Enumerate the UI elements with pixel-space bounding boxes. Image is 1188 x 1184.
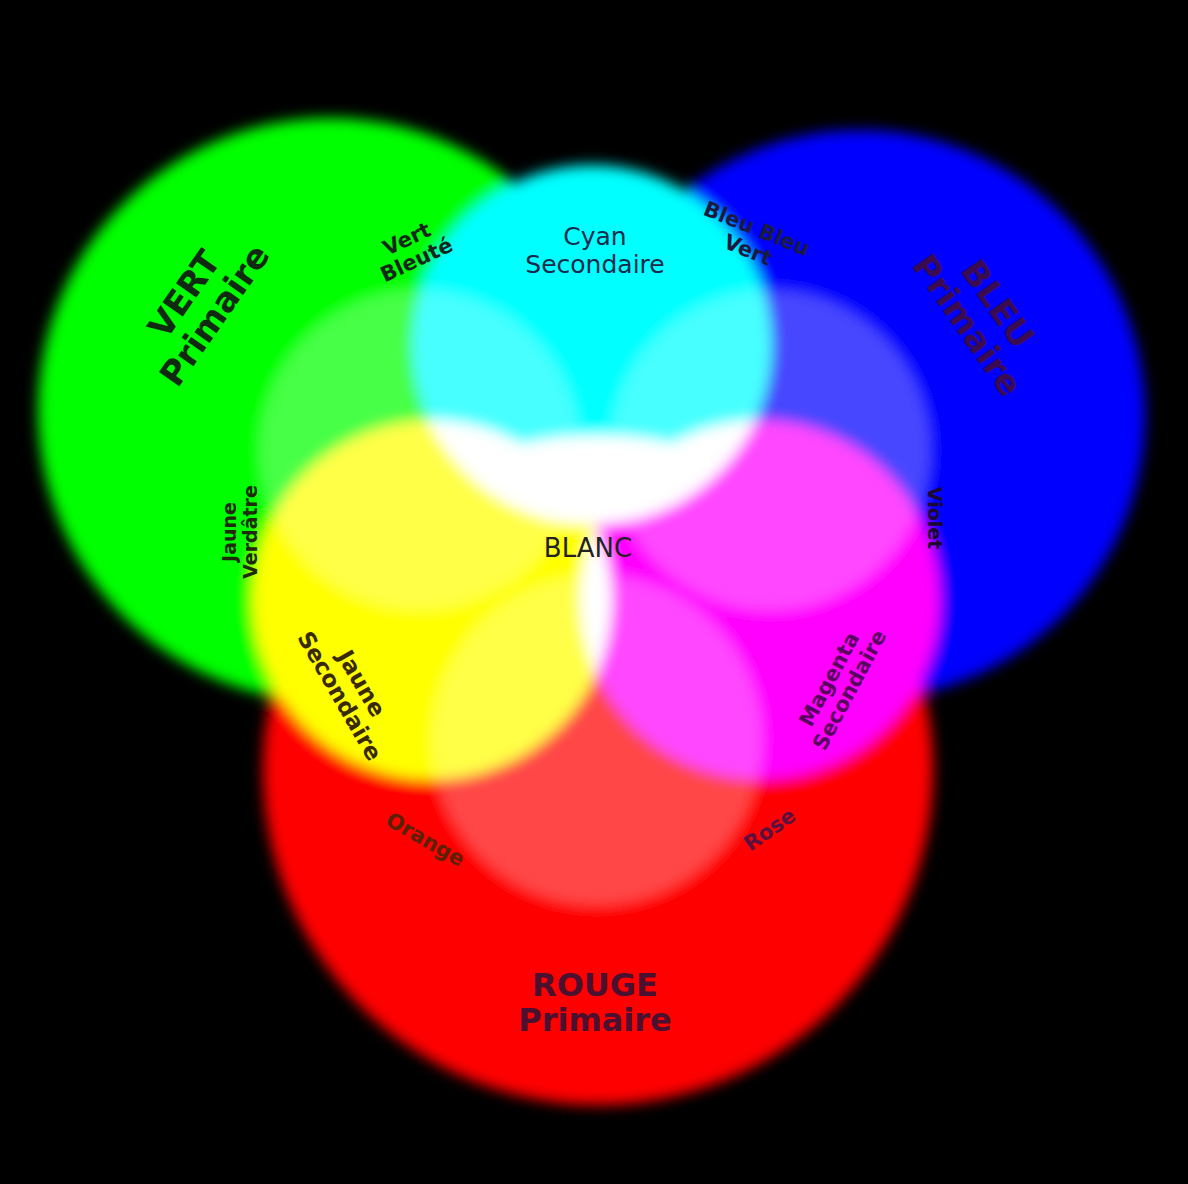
pale-blue-circle bbox=[610, 290, 930, 610]
white-label: BLANC bbox=[544, 534, 632, 563]
red-primary-label: ROUGE Primaire bbox=[518, 968, 672, 1038]
primary-circle-region: VERT Primaire bbox=[38, 118, 622, 702]
pale-red-circle bbox=[432, 575, 762, 905]
primary-circle-region: BLEU Primaire bbox=[575, 130, 1145, 700]
mix-label: Jaune Verdâtre bbox=[219, 485, 261, 579]
mix-label: Violet bbox=[925, 487, 946, 549]
green-primary-label: VERT Primaire bbox=[123, 217, 278, 394]
pale-green-circle bbox=[260, 290, 580, 610]
secondary-label: Cyan Secondaire bbox=[525, 223, 664, 278]
blue-primary-label: BLEU Primaire bbox=[905, 227, 1060, 404]
